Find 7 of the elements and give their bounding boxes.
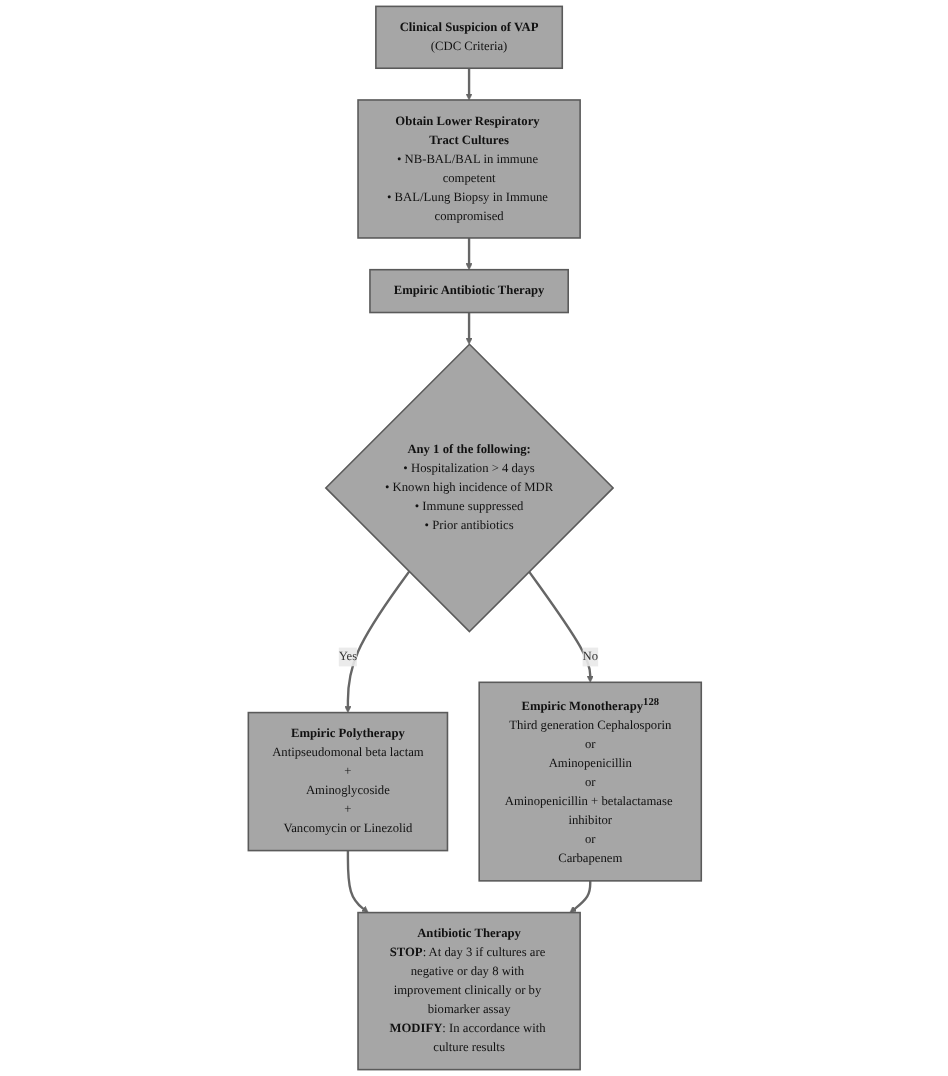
arrow xyxy=(464,68,472,101)
arrow xyxy=(464,237,472,270)
arrow xyxy=(464,312,472,345)
arrow xyxy=(345,850,368,913)
arrow xyxy=(527,570,593,683)
arrow xyxy=(343,570,410,713)
arrow xyxy=(568,880,591,913)
